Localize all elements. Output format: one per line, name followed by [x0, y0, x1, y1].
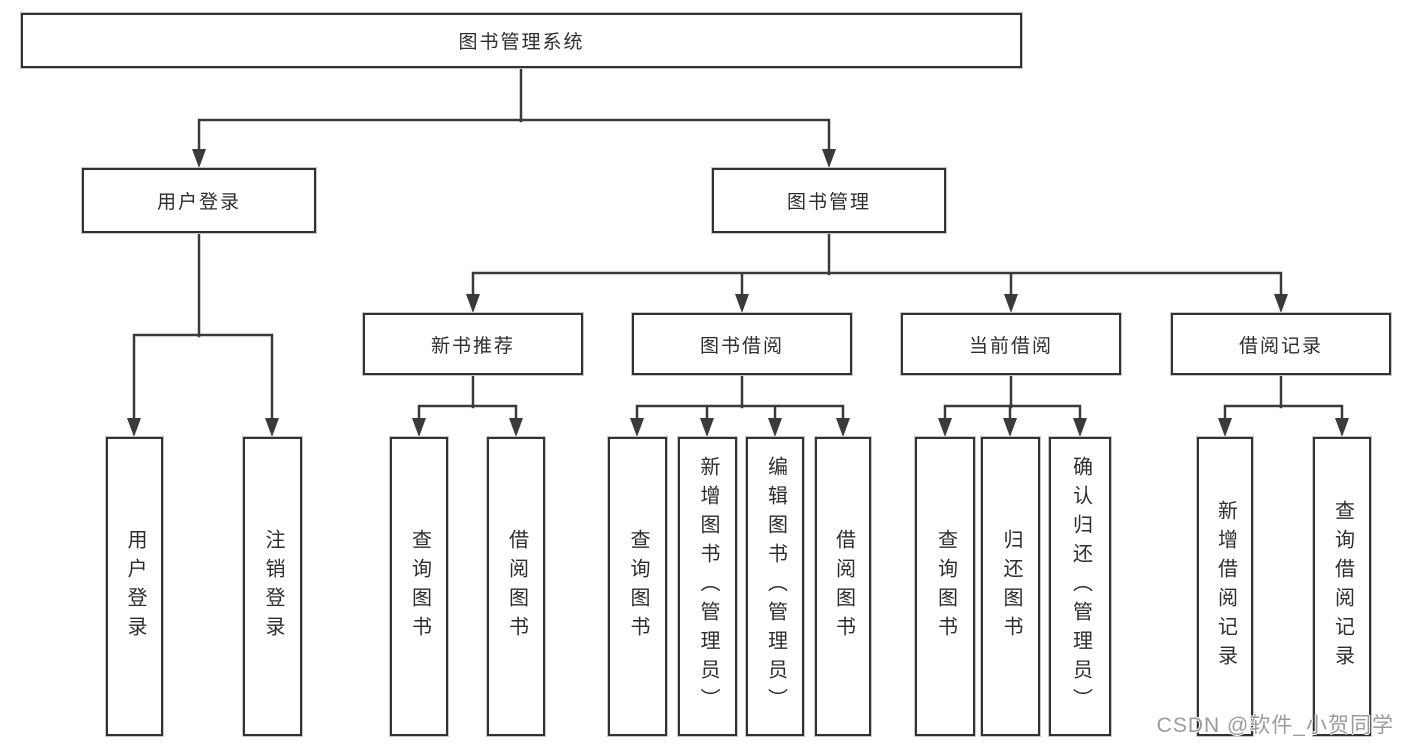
arrowhead — [1004, 294, 1018, 313]
node-label: 图书管理系统 — [458, 32, 585, 53]
node-label: 借阅记录 — [1238, 335, 1323, 357]
watermark: CSDN @软件_小贺同学 — [1156, 714, 1394, 737]
arrowhead — [1274, 294, 1288, 313]
node-label: 新增借阅记录 — [1214, 499, 1237, 674]
node-label: 查询借阅记录 — [1331, 499, 1354, 674]
leaf-query-borrow-record: 查询借阅记录 — [1313, 437, 1371, 736]
leaf-logout: 注销登录 — [243, 437, 302, 736]
connector-user-login-to-leaves — [127, 231, 279, 437]
node-label: 图书管理 — [786, 192, 871, 213]
node-label: 查询图书 — [627, 528, 649, 645]
node-label: 当前借阅 — [968, 335, 1053, 357]
leaf-query-books-borrow: 查询图书 — [608, 437, 667, 736]
connector-root-to-level2 — [192, 66, 836, 168]
arrowhead — [265, 418, 279, 437]
leaf-borrow-books: 借阅图书 — [815, 437, 871, 736]
leaf-confirm-return-admin: 确认归还（管理员） — [1049, 437, 1111, 736]
leaf-query-books-recommend: 查询图书 — [390, 437, 448, 736]
connector-borrowing-to-leaves — [630, 373, 850, 437]
arrowhead — [630, 418, 644, 437]
arrowhead — [735, 294, 749, 313]
node-label: 查询图书 — [408, 528, 431, 645]
node-label: 注销登录 — [262, 528, 284, 645]
node-label: 图书借阅 — [699, 335, 784, 357]
leaf-edit-books-admin: 编辑图书（管理员） — [746, 437, 804, 736]
node-current-borrowing: 当前借阅 — [901, 313, 1121, 375]
node-library-management-system: 图书管理系统 — [21, 13, 1022, 68]
node-book-management: 图书管理 — [712, 168, 946, 233]
node-label: 确认归还（管理员） — [1069, 456, 1092, 717]
arrowhead — [192, 149, 206, 168]
arrowhead — [412, 418, 426, 437]
arrowhead — [127, 418, 141, 437]
arrowhead — [1003, 418, 1017, 437]
node-label: 归还图书 — [1000, 528, 1022, 645]
arrowhead — [1335, 418, 1349, 437]
leaf-add-borrow-record: 新增借阅记录 — [1197, 437, 1253, 736]
node-label: 新增图书（管理员） — [697, 456, 719, 717]
node-label: 借阅图书 — [505, 528, 528, 645]
leaf-add-books-admin: 新增图书（管理员） — [678, 437, 737, 736]
arrowhead — [700, 418, 714, 437]
arrowhead — [1073, 418, 1087, 437]
leaf-query-books-current: 查询图书 — [915, 437, 975, 736]
leaf-return-books: 归还图书 — [981, 437, 1040, 736]
arrowhead — [509, 418, 523, 437]
arrowhead — [836, 418, 850, 437]
arrowhead — [938, 418, 952, 437]
node-new-book-recommendation: 新书推荐 — [363, 313, 583, 375]
connector-recommend-to-leaves — [412, 373, 523, 437]
node-label: 用户登录 — [124, 528, 146, 645]
leaf-user-login: 用户登录 — [106, 437, 163, 736]
leaf-borrow-books-recommend: 借阅图书 — [487, 437, 545, 736]
node-book-borrowing: 图书借阅 — [632, 313, 852, 375]
arrowhead — [466, 294, 480, 313]
connector-current-to-leaves — [938, 373, 1087, 437]
node-label: 新书推荐 — [430, 335, 515, 357]
node-label: 编辑图书（管理员） — [764, 456, 787, 717]
arrowhead — [1218, 418, 1232, 437]
node-label: 借阅图书 — [832, 528, 855, 645]
node-label: 查询图书 — [934, 528, 957, 645]
connector-book-management-to-level3 — [466, 231, 1288, 313]
node-user-login: 用户登录 — [82, 168, 316, 233]
connector-record-to-leaves — [1218, 373, 1349, 437]
node-borrowing-records: 借阅记录 — [1171, 313, 1391, 375]
node-label: 用户登录 — [156, 192, 241, 213]
arrowhead — [768, 418, 782, 437]
arrowhead — [822, 149, 836, 168]
